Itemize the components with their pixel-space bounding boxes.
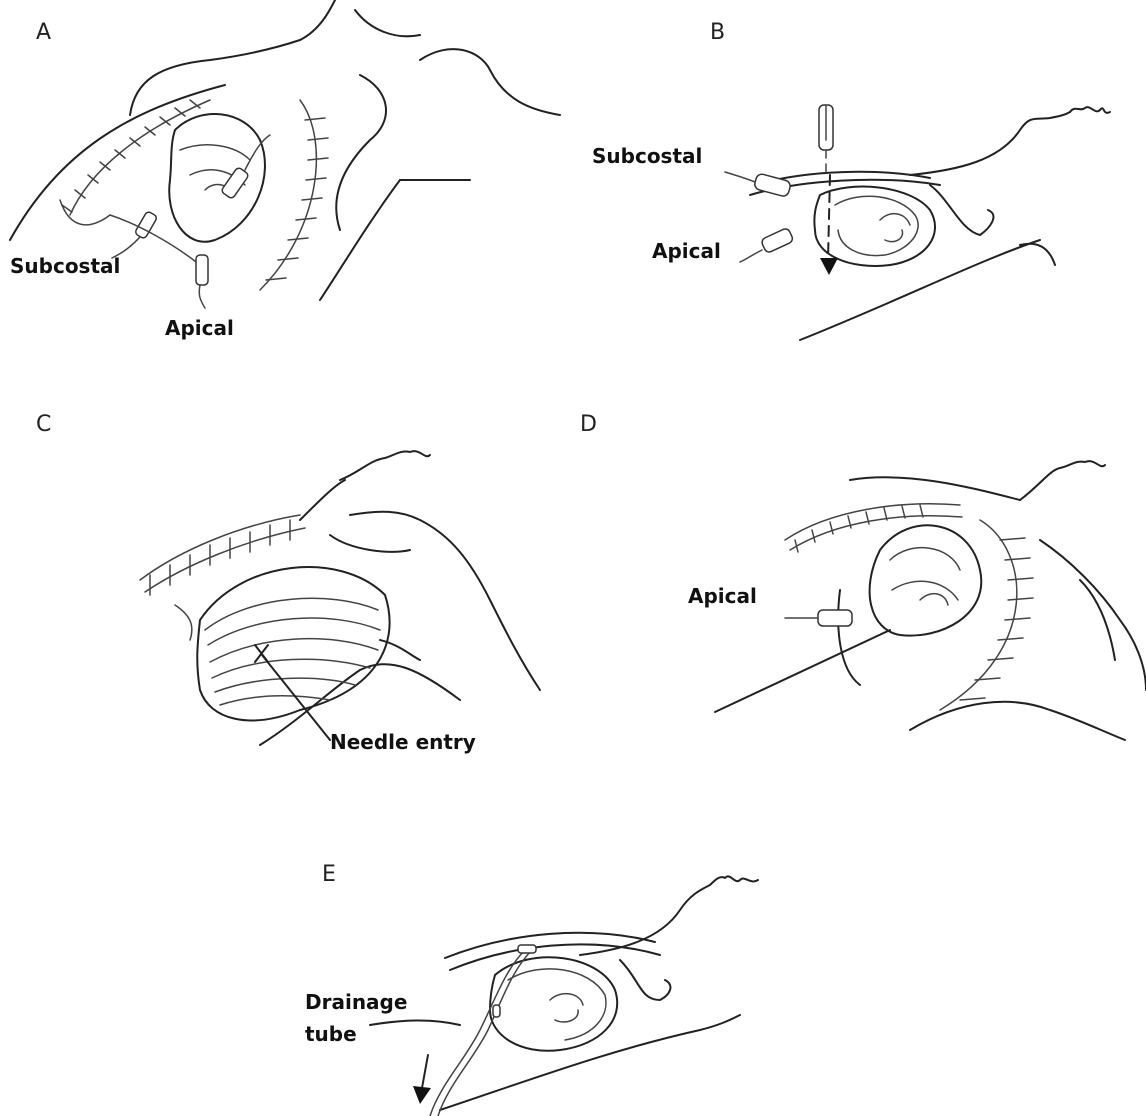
panel-a-illustration (0, 0, 560, 400)
panel-a: A Subcostal Apical (0, 0, 560, 400)
panel-c: C Needle entry (0, 400, 560, 780)
panel-e-illustration (280, 850, 880, 1116)
panel-b-illustration (580, 0, 1146, 400)
label-drainage-tube-line1: Drainage (305, 986, 407, 1018)
panel-d: D Apical (580, 400, 1146, 780)
panel-c-illustration (0, 400, 560, 780)
panel-b: B Subcostal Apical (580, 0, 1146, 400)
label-needle-entry: Needle entry (330, 726, 476, 758)
label-apical-b: Apical (652, 235, 721, 267)
panel-d-illustration (580, 400, 1146, 780)
label-apical-d: Apical (688, 580, 757, 612)
label-apical-a: Apical (165, 312, 234, 344)
panel-e: E Drainage tube (280, 850, 880, 1116)
label-subcostal-b: Subcostal (592, 140, 702, 172)
label-drainage-tube-line2: tube (305, 1018, 357, 1050)
label-subcostal-a: Subcostal (10, 250, 120, 282)
